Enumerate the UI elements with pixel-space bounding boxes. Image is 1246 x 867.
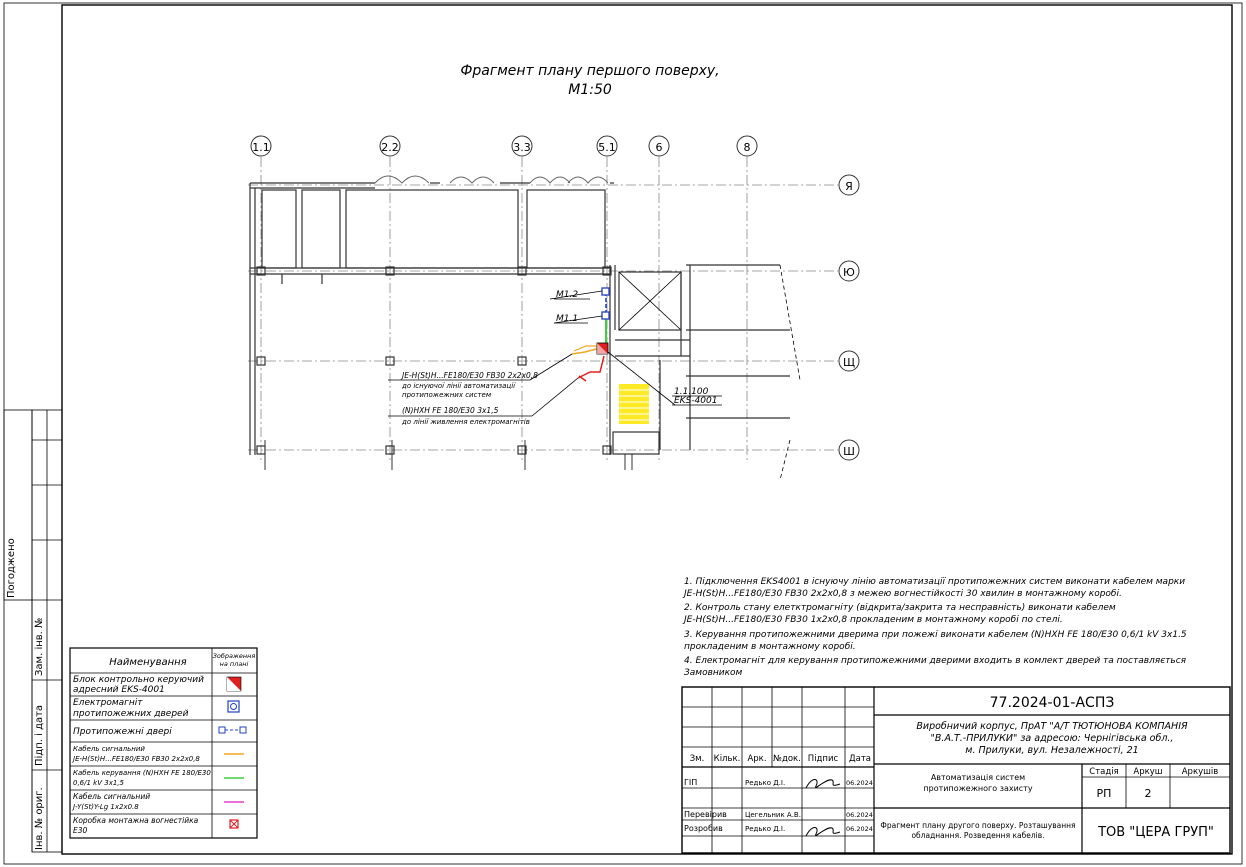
stamp-agreed: Погоджено <box>6 538 17 598</box>
legend-row-label: Кабель керування (N)HXH FE 180/E30 <box>73 769 211 777</box>
stamp-inv-replace: Зам. інв. № <box>33 618 45 676</box>
legend-header-name: Найменування <box>109 657 186 668</box>
col-header: №док. <box>773 754 801 764</box>
tag-device-name: EKS-4001 <box>674 396 717 406</box>
eks4001-device-icon <box>596 342 609 355</box>
date-gip: 06.2024 <box>846 779 873 787</box>
cable-routes <box>571 292 607 382</box>
legend-header-symbol-2: на плані <box>220 660 249 668</box>
stage-value: РП <box>1097 787 1112 800</box>
note-line: прокладеним в монтажному коробі. <box>684 642 856 652</box>
sheet-description-1: Фрагмент плану другого поверху. Розташув… <box>880 821 1075 830</box>
note-line: JE-H(St)H...FE180/E30 FB30 2х2х0,8 з меж… <box>682 589 1122 599</box>
sheet-label: Аркуш <box>1133 767 1162 777</box>
legend-row-label: Кабель сигнальний <box>73 792 150 801</box>
axis-row-4: Ш <box>843 445 855 458</box>
callout-signal-cable: JE-H(St)H...FE180/E30 FB30 2х2х0,8 <box>400 371 538 380</box>
callout-signal-note2: протипожежних систем <box>402 391 492 399</box>
date-developer: 06.2024 <box>846 825 873 833</box>
legend-row-label: Електромагніт <box>73 698 143 708</box>
role-developer: Розробив <box>684 824 723 833</box>
name-developer: Редько Д.І. <box>745 825 785 833</box>
signature-developer <box>805 827 841 837</box>
legend-row-label: протипожежних дверей <box>73 709 189 719</box>
axis-col-1: 1.1 <box>252 141 270 154</box>
legend-row-label: Коробка монтажна вогнестійка <box>73 816 199 825</box>
red-triangle-box-icon <box>226 676 242 692</box>
col-header: Арк. <box>747 754 766 764</box>
magnet-icon <box>227 700 240 713</box>
stamp-sign-date: Підп. і дата <box>33 705 45 766</box>
project-line-3: м. Прилуки, вул. Незалежності, 21 <box>965 745 1138 756</box>
floor-plan-walls <box>249 175 801 481</box>
axis-col-3: 3.3 <box>513 141 531 154</box>
tag-m11: M1.1 <box>556 314 578 324</box>
stage-label: Стадія <box>1089 767 1118 777</box>
legend-row-label: Е30 <box>73 826 88 835</box>
legend-row-label: 0,6/1 kV 3х1,5 <box>73 779 125 787</box>
stamp-inv-orig: Інв. № ориг. <box>34 787 45 850</box>
legend-row-label: JE-H(St)H...FE180/E30 FB30 2х2х0,8 <box>71 755 200 763</box>
stairs <box>619 384 649 424</box>
note-line: 3. Керування протипожежними дверима при … <box>684 630 1187 640</box>
axis-col-2: 2.2 <box>381 141 399 154</box>
legend-row-label: Протипожежні двері <box>73 727 172 737</box>
sheets-label: Аркушів <box>1182 767 1219 777</box>
document-code: 77.2024-01-АСПЗ <box>990 695 1115 711</box>
name-gip: Редько Д.І. <box>745 779 785 787</box>
side-stamp: Погоджено Зам. інв. № Підп. і дата Інв. … <box>3 409 63 853</box>
drawing-title: Фрагмент плану першого поверху, <box>460 63 719 79</box>
legend-row-label: J-Y(St)Y-Lg 1х2х0.8 <box>71 803 139 811</box>
name-checked: Цегельник А.В. <box>745 811 801 819</box>
tag-m12: M1.2 <box>556 290 578 300</box>
project-line-1: Виробничий корпус, ПрАТ "А/Т ТЮТЮНОВА КО… <box>916 721 1188 732</box>
signature-gip <box>805 779 841 789</box>
note-line: 2. Контроль стану елетктромагніту (відкр… <box>684 603 1116 613</box>
grid-axes <box>248 157 838 460</box>
sheet-value: 2 <box>1145 787 1152 800</box>
legend-row-label: Блок контрольно керуючий <box>73 675 204 685</box>
note-line: JE-H(St)H...FE180/E30 FB30 1х2х0,8 прокл… <box>682 615 1063 625</box>
date-checked: 06.2024 <box>846 811 873 819</box>
title-block: 77.2024-01-АСПЗ Виробничий корпус, ПрАТ … <box>681 686 1231 854</box>
red-box-icon <box>229 819 239 829</box>
door-icon <box>218 726 247 734</box>
axis-col-5: 6 <box>656 141 663 154</box>
legend-table: Найменування Зображення на плані Блок ко… <box>69 647 258 839</box>
axis-col-4: 5.1 <box>598 141 616 154</box>
drawing-scale: М1:50 <box>568 82 612 98</box>
axis-row-3: Щ <box>843 356 855 369</box>
note-line: Замовником <box>684 668 743 678</box>
general-notes: 1. Підключення EKS4001 в існуючу лінію а… <box>682 577 1187 678</box>
note-line: 1. Підключення EKS4001 в існуючу лінію а… <box>684 577 1185 587</box>
callout-signal-note1: до існуючої лінії автоматизації <box>401 382 516 390</box>
company-name: ТОВ "ЦЕРА ГРУП" <box>1097 825 1214 840</box>
col-header: Кільк. <box>714 754 741 764</box>
callout-power-cable: (N)HXH FE 180/E30 3х1,5 <box>402 406 499 415</box>
magnet-m11-icon <box>601 311 610 320</box>
col-header: Зм. <box>690 754 705 764</box>
legend-row-label: Кабель сигнальний <box>73 745 145 753</box>
legend-header-symbol-1: Зображення <box>213 652 256 660</box>
axis-row-2: Ю <box>843 266 855 279</box>
axis-row-1: Я <box>845 180 853 193</box>
axis-col-6: 8 <box>744 141 751 154</box>
role-checked: Перевірив <box>684 810 727 819</box>
callout-power-note: до лінії живлення електромагнітів <box>401 418 530 426</box>
legend-row-label: адресний EKS-4001 <box>73 685 165 695</box>
project-line-2: "В.А.Т.-ПРИЛУКИ" за адресою: Чернігівськ… <box>931 733 1174 744</box>
system-line-2: протипожежного захисту <box>923 784 1032 793</box>
sheet-description-2: обладнання. Розведення кабелів. <box>911 831 1044 840</box>
col-header: Дата <box>849 754 871 764</box>
magnet-m12-icon <box>601 287 610 296</box>
col-header: Підпис <box>808 754 839 764</box>
role-gip: ГІП <box>684 778 697 787</box>
columns <box>256 266 612 455</box>
tag-device-address: 1.1.100 <box>674 387 709 397</box>
system-line-1: Автоматизація систем <box>931 773 1025 782</box>
note-line: 4. Електромагніт для керування протипоже… <box>684 656 1187 666</box>
axis-bubbles: 1.1 2.2 3.3 5.1 6 8 Я Ю Щ Ш <box>250 135 860 461</box>
